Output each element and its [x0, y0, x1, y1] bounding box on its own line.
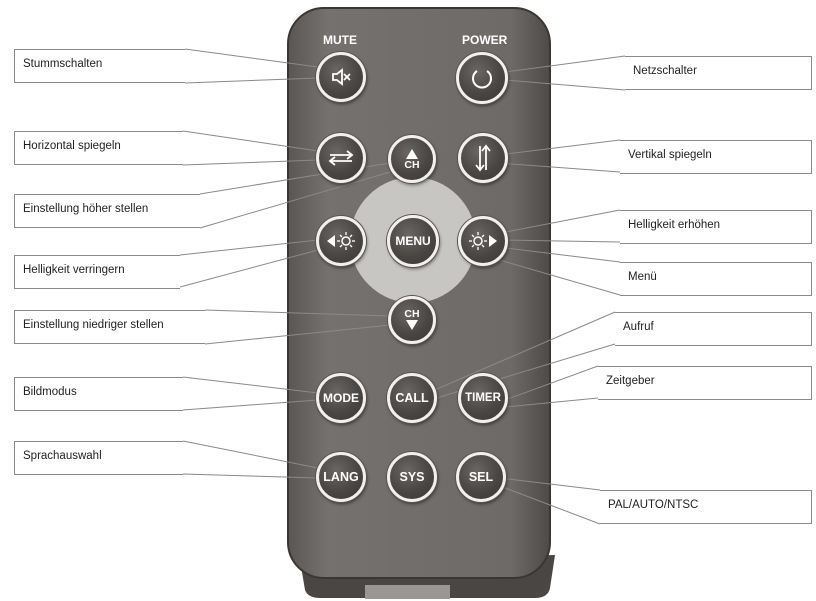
sel-label: SEL	[468, 470, 494, 484]
callout-menu: Menü	[620, 262, 812, 296]
vertical-flip-button[interactable]	[458, 133, 508, 183]
mode-button[interactable]: MODE	[316, 373, 366, 423]
speaker-mute-icon	[332, 68, 351, 86]
callout-bright-down: Helligkeit verringern	[14, 255, 180, 289]
sys-label: SYS	[399, 470, 425, 484]
sys-button[interactable]: SYS	[387, 452, 437, 502]
mute-button[interactable]	[316, 52, 366, 102]
arrow-up-icon	[406, 149, 418, 159]
callout-mode-text: Bildmodus	[23, 386, 77, 398]
power-icon	[472, 70, 492, 89]
power-label: POWER	[462, 33, 508, 47]
callout-lang: Sprachauswahl	[14, 441, 183, 475]
power-button[interactable]	[456, 52, 508, 104]
brightness-down-icon	[327, 232, 355, 250]
horizontal-flip-icon	[328, 150, 354, 166]
call-button[interactable]: CALL	[387, 373, 437, 423]
callout-ch-down: Einstellung niedriger stellen	[14, 310, 205, 344]
callout-mode: Bildmodus	[14, 377, 183, 411]
callout-hflip: Horizontal spiegeln	[14, 131, 183, 165]
lang-label: LANG	[323, 470, 359, 484]
callout-bright-up-text: Helligkeit erhöhen	[628, 219, 721, 231]
callout-power: Netzschalter	[625, 56, 812, 90]
brightness-up-button[interactable]	[458, 216, 508, 266]
ch-down-label: CH	[404, 308, 420, 320]
callout-sel: PAL/AUTO/NTSC	[600, 490, 812, 524]
callout-hflip-text: Horizontal spiegeln	[23, 140, 121, 152]
lang-button[interactable]: LANG	[316, 452, 366, 502]
vertical-flip-icon	[475, 144, 491, 172]
mute-label: MUTE	[323, 33, 357, 47]
callout-vflip: Vertikal spiegeln	[620, 140, 812, 174]
sel-button[interactable]: SEL	[456, 452, 506, 502]
callout-sel-text: PAL/AUTO/NTSC	[608, 499, 699, 511]
menu-button[interactable]: MENU	[387, 215, 439, 267]
arrow-down-icon	[406, 320, 418, 330]
callout-timer-text: Zeitgeber	[606, 375, 655, 387]
mode-label: MODE	[323, 391, 359, 405]
ch-up-label: CH	[404, 159, 420, 171]
callout-ch-up-text: Einstellung höher stellen	[23, 203, 149, 215]
callout-lang-text: Sprachauswahl	[23, 450, 102, 462]
brightness-up-icon	[469, 232, 497, 250]
callout-mute: Stummschalten	[14, 49, 185, 83]
callout-menu-text: Menü	[628, 271, 657, 283]
callout-ch-up: Einstellung höher stellen	[14, 194, 200, 228]
callout-timer: Zeitgeber	[598, 366, 812, 400]
horizontal-flip-button[interactable]	[316, 133, 366, 183]
callout-vflip-text: Vertikal spiegeln	[628, 149, 712, 161]
ch-up-button[interactable]: CH	[388, 135, 436, 183]
callout-ch-down-text: Einstellung niedriger stellen	[23, 319, 164, 331]
menu-label: MENU	[395, 234, 431, 248]
brightness-down-button[interactable]	[316, 216, 366, 266]
callout-call-text: Aufruf	[623, 321, 654, 333]
callout-power-text: Netzschalter	[633, 65, 697, 77]
callout-bright-down-text: Helligkeit verringern	[23, 264, 125, 276]
ch-down-button[interactable]: CH	[388, 296, 436, 344]
callout-bright-up: Helligkeit erhöhen	[620, 210, 812, 244]
callout-mute-text: Stummschalten	[23, 58, 103, 70]
timer-label: TIMER	[465, 392, 501, 404]
callout-call: Aufruf	[615, 312, 812, 346]
timer-button[interactable]: TIMER	[458, 373, 508, 423]
call-label: CALL	[395, 391, 429, 405]
